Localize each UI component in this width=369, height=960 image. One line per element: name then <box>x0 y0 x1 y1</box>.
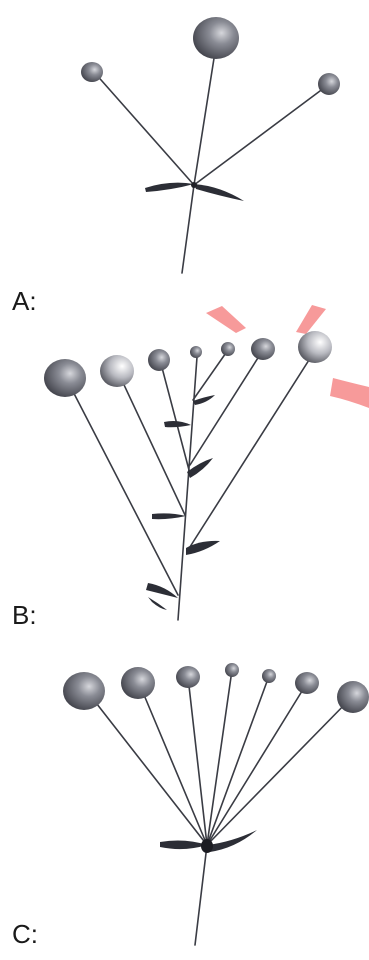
panel-a-stalks <box>94 52 328 273</box>
panel-b-flower-4 <box>190 346 202 358</box>
panel-b-diagram <box>44 305 369 620</box>
panel-a-flower-top <box>193 17 239 59</box>
panel-c-flower-6 <box>295 672 319 694</box>
panel-a-flower-left <box>81 62 103 82</box>
panel-c-flower-2 <box>121 667 155 699</box>
panel-b-flower-7 <box>298 331 332 363</box>
panel-b-stalks <box>66 349 316 620</box>
panel-a-diagram <box>81 17 340 273</box>
panel-a-flower-right <box>318 73 340 95</box>
panel-c-stalks <box>86 670 352 945</box>
panel-c-flower-7 <box>337 681 369 713</box>
panel-b-flower-5 <box>221 342 235 356</box>
panel-b-flower-3 <box>148 349 170 371</box>
panel-b-flower-2 <box>100 355 134 387</box>
panel-c-flower-5 <box>262 669 276 683</box>
panel-c-flower-4 <box>225 663 239 677</box>
panel-c-flower-3 <box>176 666 200 688</box>
panel-c-label: C: <box>12 921 38 947</box>
panel-a-bract-right <box>194 184 244 201</box>
panel-b-bracts <box>146 395 220 610</box>
panel-b-label: B: <box>12 602 37 628</box>
panel-c-diagram <box>63 663 369 945</box>
panel-a-bract-left <box>145 183 194 192</box>
panel-c-bract-left <box>160 841 207 850</box>
panel-a-label: A: <box>12 288 37 314</box>
panel-b-flower-1 <box>44 359 86 397</box>
panel-b-flower-6 <box>251 338 275 360</box>
panel-c-flower-1 <box>63 672 105 710</box>
